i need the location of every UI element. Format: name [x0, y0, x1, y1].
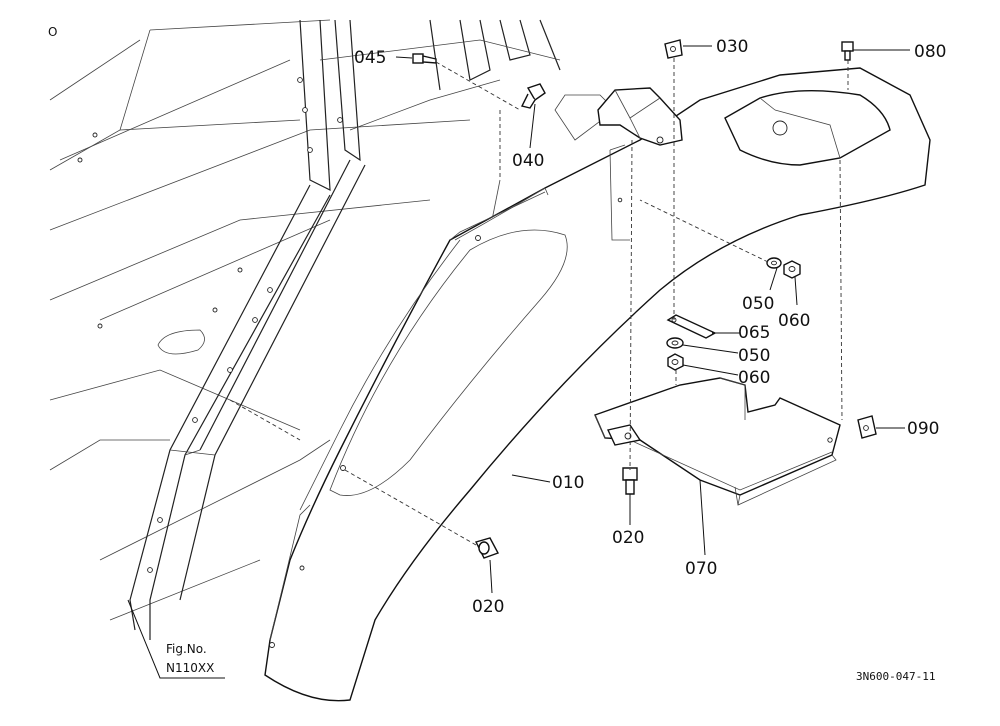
corner-mark: O: [48, 25, 57, 39]
fender-010: [264, 67, 931, 702]
callout-050-b: 050: [738, 346, 770, 366]
bolt-040: [520, 83, 546, 109]
bolt-080: [841, 41, 854, 61]
drawing-number: 3N600-047-11: [856, 670, 935, 683]
callout-020-b: 020: [472, 597, 504, 617]
callout-050-a: 050: [742, 294, 774, 314]
assembly-lines: [229, 58, 849, 546]
bolt-020-b: [474, 537, 499, 559]
figure-number-block: Fig.No. N110XX: [127, 599, 225, 679]
step-plate-070: [594, 377, 841, 506]
callout-080: 080: [914, 42, 946, 62]
callout-060-a: 060: [778, 311, 810, 331]
callout-090: 090: [907, 419, 939, 439]
bolt-020-a: [622, 467, 638, 495]
callout-045: 045: [354, 48, 386, 68]
callout-060-b: 060: [738, 368, 770, 388]
callout-040: 040: [512, 151, 544, 171]
callout-labels: 045 030 080 040 050 060 065 050 060 090 …: [354, 37, 946, 617]
callout-030: 030: [716, 37, 748, 57]
callout-070: 070: [685, 559, 717, 579]
chassis-frame: [49, 19, 616, 640]
clip-nut-090: [857, 415, 877, 439]
hardware: [412, 39, 877, 559]
callout-020-a: 020: [612, 528, 644, 548]
clip-nut-030: [664, 39, 683, 59]
fig-number: N110XX: [166, 661, 214, 675]
callout-010: 010: [552, 473, 584, 493]
plate-065: [666, 314, 717, 339]
nut-060-a: [783, 260, 801, 279]
fig-label: Fig.No.: [166, 642, 207, 656]
leader-lines: [395, 45, 910, 594]
nut-060-b: [667, 353, 684, 371]
callout-065: 065: [738, 323, 770, 343]
bolt-045: [412, 53, 437, 64]
